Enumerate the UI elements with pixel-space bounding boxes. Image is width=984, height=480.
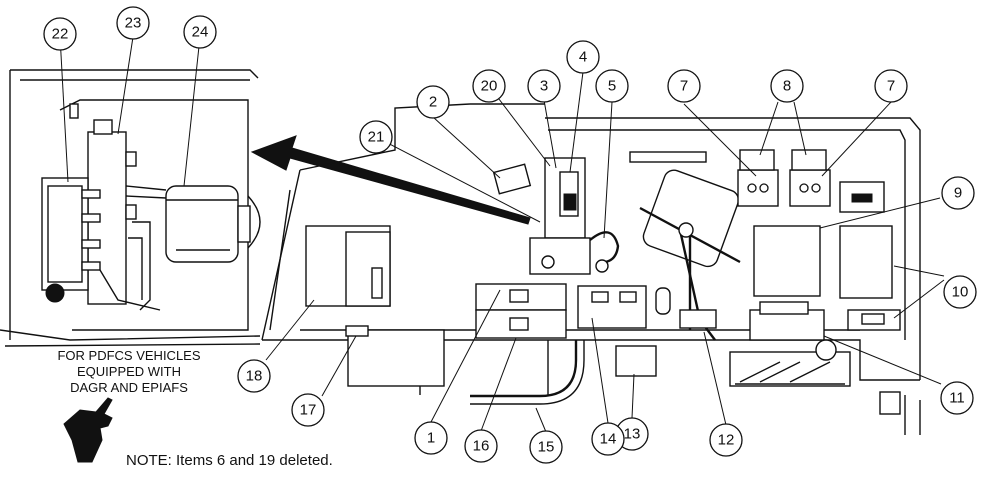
callout-2: 2 — [416, 85, 450, 119]
callout-11: 11 — [940, 381, 974, 415]
inset-caption-line-3: DAGR AND EPIAFS — [70, 380, 188, 395]
detail-arrow — [250, 135, 531, 225]
svg-text:14: 14 — [600, 431, 617, 448]
callout-1: 1 — [414, 421, 448, 455]
svg-text:21: 21 — [368, 129, 385, 146]
inset-caption-line-2: EQUIPPED WITH — [76, 364, 181, 379]
callout-17: 17 — [291, 393, 325, 427]
svg-text:15: 15 — [538, 439, 555, 456]
svg-text:9: 9 — [954, 185, 962, 202]
inset-view — [0, 69, 261, 347]
callout-18: 18 — [237, 359, 271, 393]
callout-23: 23 — [116, 6, 150, 40]
callout-9: 9 — [941, 176, 975, 210]
callout-20: 20 — [472, 69, 506, 103]
svg-text:2: 2 — [429, 94, 437, 111]
svg-text:17: 17 — [300, 402, 317, 419]
callout-16: 16 — [464, 429, 498, 463]
svg-text:10: 10 — [952, 284, 969, 301]
svg-text:5: 5 — [608, 78, 616, 95]
svg-text:7: 7 — [680, 78, 688, 95]
callout-15: 15 — [529, 430, 563, 464]
callout-3: 3 — [527, 69, 561, 103]
svg-text:11: 11 — [949, 390, 965, 407]
callout-14: 14 — [591, 422, 625, 456]
main-view — [261, 103, 921, 435]
callouts: 1 2 3 4 5 7 8 7 9 10 11 12 13 14 15 16 1… — [43, 6, 977, 464]
svg-text:3: 3 — [540, 78, 548, 95]
svg-text:4: 4 — [579, 49, 587, 66]
svg-text:24: 24 — [192, 24, 209, 41]
callout-leaders — [59, 35, 945, 433]
svg-text:8: 8 — [783, 78, 791, 95]
callout-10: 10 — [943, 275, 977, 309]
svg-text:12: 12 — [718, 432, 735, 449]
callout-5: 5 — [595, 69, 629, 103]
callout-8: 8 — [770, 69, 804, 103]
note-label: NOTE: — [126, 452, 172, 469]
note-text: Items 6 and 19 deleted. — [176, 452, 333, 469]
svg-text:20: 20 — [481, 78, 498, 95]
svg-text:23: 23 — [125, 15, 142, 32]
svg-text:7: 7 — [887, 78, 895, 95]
callout-7-left: 7 — [667, 69, 701, 103]
callout-4: 4 — [566, 40, 600, 74]
callout-21: 21 — [359, 120, 393, 154]
svg-text:1: 1 — [427, 430, 435, 447]
svg-text:13: 13 — [624, 426, 641, 443]
svg-text:22: 22 — [52, 26, 69, 43]
callout-7-right: 7 — [874, 69, 908, 103]
svg-text:16: 16 — [473, 438, 490, 455]
callout-24: 24 — [183, 15, 217, 49]
inset-caption: FOR PDFCS VEHICLES EQUIPPED WITH DAGR AN… — [34, 348, 224, 396]
inset-caption-line-1: FOR PDFCS VEHICLES — [57, 348, 201, 363]
callout-12: 12 — [709, 423, 743, 457]
callout-22: 22 — [43, 17, 77, 51]
svg-text:18: 18 — [246, 368, 263, 385]
pointing-hand-icon — [63, 397, 113, 463]
note: NOTE: Items 6 and 19 deleted. — [126, 452, 333, 469]
